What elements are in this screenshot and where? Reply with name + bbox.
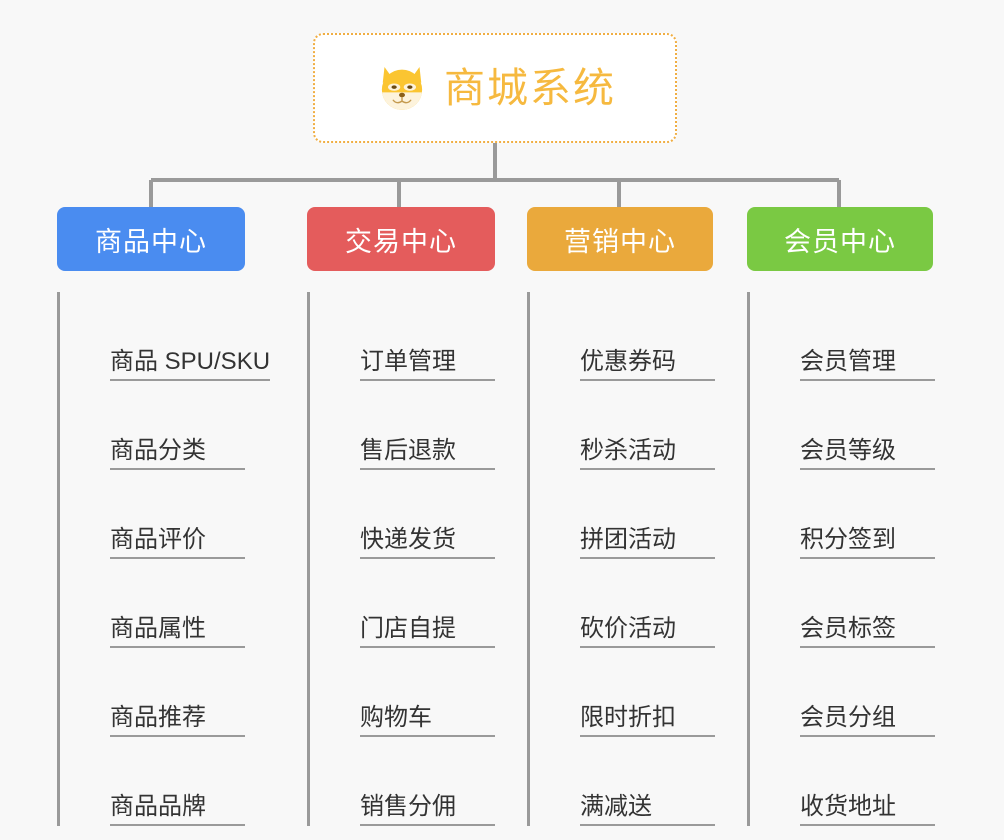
branch-column-2: 交易中心 订单管理 售后退款 快递发货 门店自提 购物车 销售分佣: [307, 207, 495, 826]
leaf-item-label: 商品品牌: [110, 793, 245, 826]
leaf-item[interactable]: 商品推荐: [76, 648, 270, 737]
branch-column-1: 商品中心 商品 SPU/SKU 商品分类 商品评价 商品属性 商品推荐 商品品牌: [57, 207, 271, 826]
leaf-item[interactable]: 限时折扣: [546, 648, 715, 737]
leaf-item-label: 售后退款: [360, 437, 495, 470]
leaf-item[interactable]: 优惠券码: [546, 292, 715, 381]
leaf-item-label: 会员等级: [800, 437, 935, 470]
leaf-item[interactable]: 收货地址: [766, 737, 935, 826]
branch-header-label: 商品中心: [95, 226, 207, 257]
leaf-item-label: 快递发货: [360, 526, 495, 559]
shiba-dog-face-icon: [381, 67, 423, 110]
leaf-item-label: 积分签到: [800, 526, 935, 559]
leaf-list-4: 会员管理 会员等级 积分签到 会员标签 会员分组 收货地址: [747, 292, 935, 826]
leaf-item[interactable]: 门店自提: [326, 559, 495, 648]
leaf-item[interactable]: 积分签到: [766, 470, 935, 559]
leaf-item[interactable]: 秒杀活动: [546, 381, 715, 470]
leaf-list-2: 订单管理 售后退款 快递发货 门店自提 购物车 销售分佣: [307, 292, 495, 826]
leaf-item[interactable]: 售后退款: [326, 381, 495, 470]
leaf-item[interactable]: 商品品牌: [76, 737, 270, 826]
leaf-item-label: 商品推荐: [110, 704, 245, 737]
branch-header-label: 会员中心: [784, 226, 896, 257]
leaf-item-label: 销售分佣: [360, 793, 495, 826]
leaf-item[interactable]: 商品属性: [76, 559, 270, 648]
leaf-item[interactable]: 满减送: [546, 737, 715, 826]
leaf-item[interactable]: 会员分组: [766, 648, 935, 737]
root-title: 商城系统: [444, 64, 616, 111]
leaf-item[interactable]: 拼团活动: [546, 470, 715, 559]
leaf-item[interactable]: 会员等级: [766, 381, 935, 470]
leaf-item-label: 订单管理: [360, 348, 495, 381]
leaf-item-label: 秒杀活动: [580, 437, 715, 470]
leaf-item[interactable]: 销售分佣: [326, 737, 495, 826]
leaf-item[interactable]: 砍价活动: [546, 559, 715, 648]
leaf-item-label: 商品属性: [110, 615, 245, 648]
leaf-item[interactable]: 会员管理: [766, 292, 935, 381]
leaf-item[interactable]: 购物车: [326, 648, 495, 737]
leaf-item-label: 收货地址: [800, 793, 935, 826]
branch-column-3: 营销中心 优惠券码 秒杀活动 拼团活动 砍价活动 限时折扣 满减送: [527, 207, 715, 826]
leaf-item[interactable]: 订单管理: [326, 292, 495, 381]
leaf-item-label: 会员分组: [800, 704, 935, 737]
leaf-list-3: 优惠券码 秒杀活动 拼团活动 砍价活动 限时折扣 满减送: [527, 292, 715, 826]
leaf-item[interactable]: 会员标签: [766, 559, 935, 648]
leaf-item[interactable]: 快递发货: [326, 470, 495, 559]
branch-column-4: 会员中心 会员管理 会员等级 积分签到 会员标签 会员分组 收货地址: [747, 207, 935, 826]
leaf-item-label: 满减送: [580, 793, 715, 826]
leaf-item[interactable]: 商品评价: [76, 470, 270, 559]
leaf-item-label: 砍价活动: [580, 615, 715, 648]
leaf-item-label: 限时折扣: [580, 704, 715, 737]
leaf-item-label: 商品评价: [110, 526, 245, 559]
branch-header-1[interactable]: 商品中心: [57, 207, 245, 271]
leaf-item-label: 门店自提: [360, 615, 495, 648]
leaf-item-label: 购物车: [360, 704, 495, 737]
leaf-item-label: 会员管理: [800, 348, 935, 381]
leaf-item-label: 优惠券码: [580, 348, 715, 381]
branch-header-label: 交易中心: [345, 226, 457, 257]
leaf-item-label: 会员标签: [800, 615, 935, 648]
root-node[interactable]: 商城系统: [313, 33, 677, 143]
leaf-item-label: 商品分类: [110, 437, 245, 470]
leaf-list-1: 商品 SPU/SKU 商品分类 商品评价 商品属性 商品推荐 商品品牌: [57, 292, 271, 826]
leaf-item-label: 拼团活动: [580, 526, 715, 559]
leaf-item[interactable]: 商品分类: [76, 381, 270, 470]
leaf-item-label: 商品 SPU/SKU: [110, 348, 271, 381]
branch-header-label: 营销中心: [564, 226, 676, 257]
branch-header-2[interactable]: 交易中心: [307, 207, 495, 271]
branch-header-4[interactable]: 会员中心: [747, 207, 933, 271]
branch-header-3[interactable]: 营销中心: [527, 207, 713, 271]
leaf-item[interactable]: 商品 SPU/SKU: [76, 292, 271, 381]
